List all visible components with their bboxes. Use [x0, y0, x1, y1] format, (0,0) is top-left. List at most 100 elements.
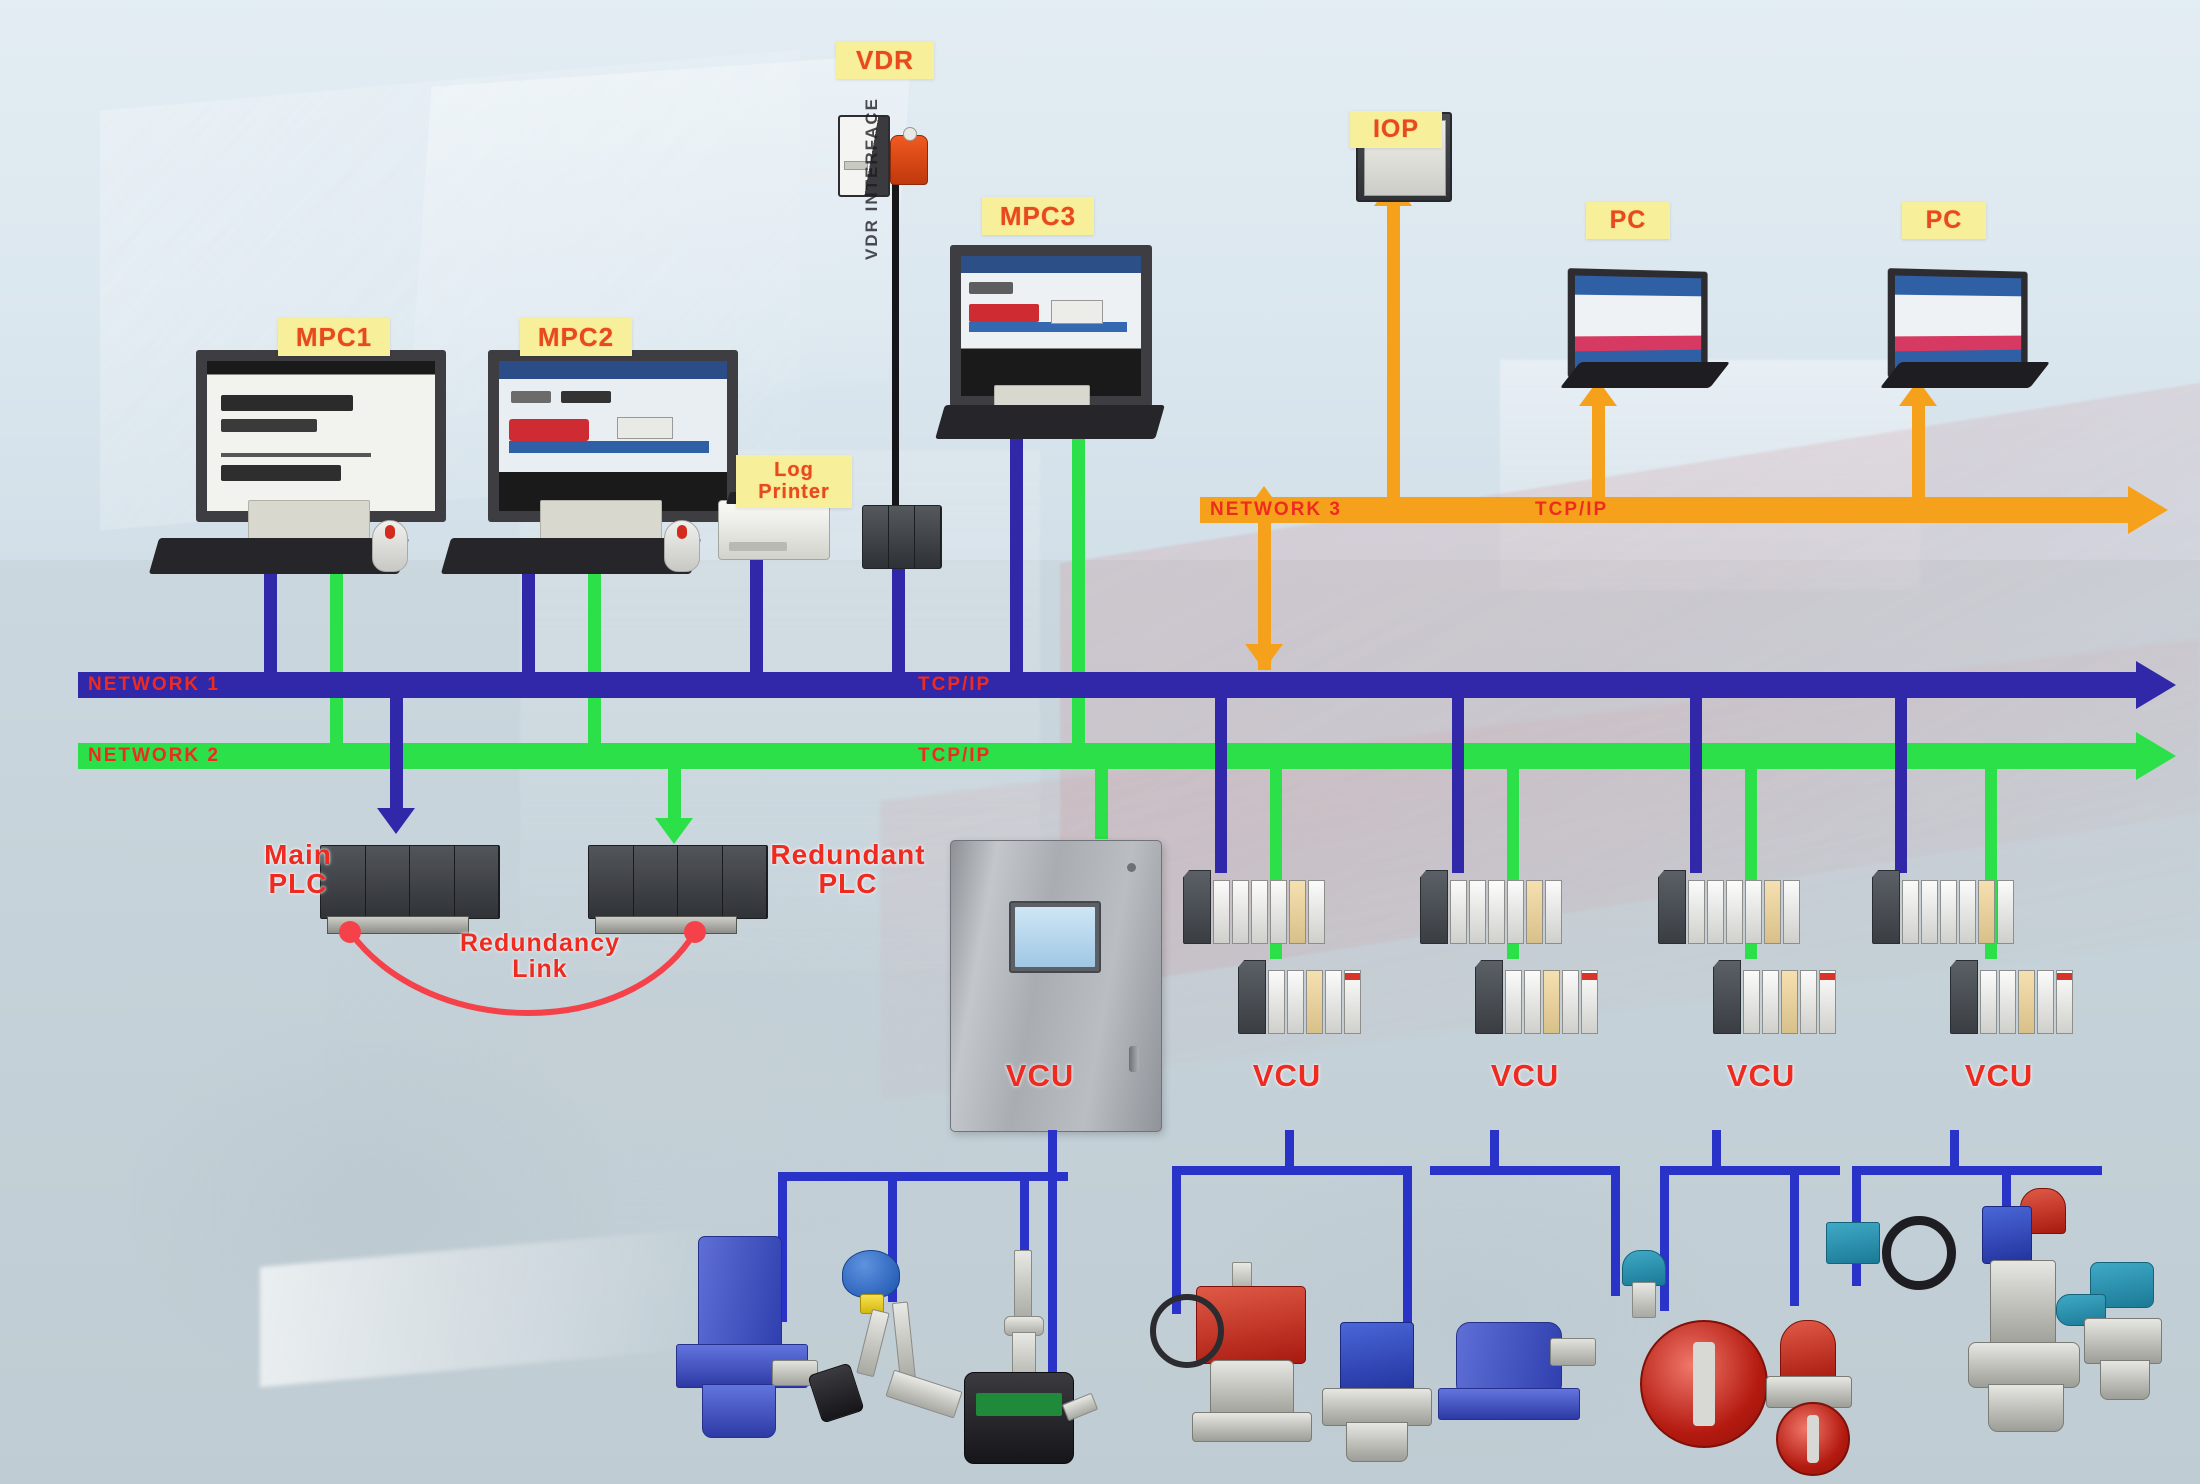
mpc1-mouse[interactable] [372, 520, 408, 572]
mpc1-keyboard[interactable] [148, 538, 410, 574]
link-logprinter-network1 [750, 545, 763, 680]
vcu-2-rack-upper[interactable] [1420, 870, 1570, 944]
bus-network2-label: NETWORK 2 [88, 745, 220, 766]
field-device-butterfly-valve-2[interactable] [1760, 1320, 1870, 1476]
fieldwire-c-trunk [1490, 1130, 1499, 1172]
main-plc-terminals [327, 916, 469, 934]
mpc2-screen [488, 350, 738, 522]
label-redundancy-link: Redundancy Link [430, 930, 650, 983]
fieldwire-c-bus [1430, 1166, 1620, 1175]
link-network1-mainplc [390, 698, 403, 813]
link-network3-network1 [1258, 510, 1271, 670]
field-device-centrifugal-pump[interactable] [676, 1236, 818, 1446]
vcu-3-rack-lower[interactable] [1713, 960, 1863, 1034]
vcu-1-rack-lower[interactable] [1238, 960, 1388, 1034]
vcu-2-rack-lower[interactable] [1475, 960, 1625, 1034]
field-device-control-valve[interactable] [2056, 1262, 2186, 1402]
bus-network2[interactable]: NETWORK 2 TCP/IP [78, 732, 2176, 780]
field-device-flow-sensor[interactable] [1596, 1250, 1706, 1330]
main-plc[interactable] [320, 845, 500, 934]
tag-log-printer: Log Printer [736, 455, 852, 509]
bus-network1-bar [78, 672, 2138, 698]
vcu0-hmi-panel[interactable] [1009, 901, 1101, 973]
workstation-mpc1[interactable] [148, 350, 446, 574]
field-device-transfer-pump[interactable] [1438, 1322, 1598, 1452]
vcu-1-rack-upper[interactable] [1183, 870, 1333, 944]
mpc3-keyboard[interactable] [935, 405, 1165, 439]
mpc2-keyboard[interactable] [440, 538, 702, 574]
tag-mpc2: MPC2 [520, 318, 632, 357]
bus-network3[interactable]: NETWORK 3 TCP/IP [1200, 486, 2168, 534]
link-vdr-interface [892, 165, 899, 535]
pc-2[interactable] [1879, 268, 2051, 410]
fieldwire-b-bus [1172, 1166, 1412, 1175]
mpc2-stand [540, 500, 662, 544]
link-network1-vcu1 [1215, 698, 1227, 873]
fieldwire-b-br2 [1403, 1166, 1412, 1326]
vdr-network-switch[interactable] [862, 505, 942, 569]
field-device-butterfly-valve-1[interactable] [1640, 1300, 1770, 1460]
link-pc2-network3 [1912, 400, 1925, 505]
fieldwire-a-trunk [1048, 1130, 1057, 1178]
link-network2-redundantplc [668, 769, 681, 824]
label-redundancy-link-line1: Redundancy [459, 929, 621, 957]
vcu1-lower-psu [1238, 960, 1266, 1034]
link-network1-vcu4 [1895, 698, 1907, 873]
workstation-mpc2[interactable] [440, 350, 738, 574]
field-device-actuated-valve[interactable] [1150, 1262, 1320, 1452]
bus-network2-protocol: TCP/IP [918, 745, 992, 766]
link-mpc2-network1 [522, 560, 535, 680]
fieldwire-d-br1 [1660, 1166, 1669, 1311]
pc1-keyboard-base[interactable] [1559, 362, 1731, 388]
field-device-solenoid-valve[interactable] [1312, 1322, 1452, 1462]
field-device-level-probe[interactable] [807, 1250, 990, 1440]
vcu-4-rack-lower[interactable] [1950, 960, 2100, 1034]
label-redundant-plc-line1: Redundant [770, 839, 926, 870]
bus-network1[interactable]: NETWORK 1 TCP/IP [78, 661, 2176, 709]
vcu3-upper-psu [1658, 870, 1686, 944]
vdr-capsule [890, 127, 928, 185]
mpc3-screen [950, 245, 1152, 407]
link-network1-vcu3 [1690, 698, 1702, 873]
mpc2-mouse[interactable] [664, 520, 700, 572]
mpc1-stand [248, 500, 370, 544]
fieldwire-b-trunk [1285, 1130, 1294, 1172]
fieldwire-d-br2 [1790, 1166, 1799, 1306]
link-pc1-network3 [1592, 400, 1605, 505]
link-network2-vcu0 [1095, 769, 1108, 839]
label-vcu-2: VCU [1490, 1058, 1560, 1093]
redundancy-link-curve [339, 921, 706, 1016]
tag-mpc1: MPC1 [278, 318, 390, 357]
field-device-rotary-actuator[interactable] [1968, 1188, 2118, 1438]
tag-log-printer-line2: Printer [758, 480, 830, 503]
bus-network1-label: NETWORK 1 [88, 674, 220, 695]
field-device-limit-switch[interactable] [1826, 1192, 1956, 1302]
vcu4-lower-psu [1950, 960, 1978, 1034]
link-mpc1-network2 [330, 560, 343, 750]
fieldwire-e-trunk [1950, 1130, 1959, 1172]
tag-pc-2: PC [1902, 202, 1986, 239]
field-device-pressure-sensor[interactable] [964, 1372, 1099, 1484]
tag-iop: IOP [1350, 111, 1442, 148]
label-main-plc-line1: Main [264, 839, 332, 870]
bus-network3-label: NETWORK 3 [1210, 499, 1342, 520]
vcu0-door-handle[interactable] [1129, 1046, 1139, 1072]
pc2-keyboard-base[interactable] [1879, 362, 2051, 388]
fieldwire-c-br1 [1611, 1166, 1620, 1296]
pc-1[interactable] [1559, 268, 1731, 410]
label-vcu-3: VCU [1726, 1058, 1796, 1093]
bus-network2-bar [78, 743, 2138, 769]
vcu-3-rack-upper[interactable] [1658, 870, 1808, 944]
vcu-4-rack-upper[interactable] [1872, 870, 2022, 944]
vdr-unit[interactable] [838, 115, 890, 197]
fieldwire-b-br1 [1172, 1166, 1181, 1314]
label-redundant-plc-line2: PLC [818, 868, 878, 900]
vcu-cabinet-0[interactable] [950, 840, 1162, 1132]
redundant-plc[interactable] [588, 845, 768, 934]
log-printer[interactable] [718, 492, 830, 560]
arrow-mainplc [377, 808, 415, 834]
label-redundant-plc: Redundant PLC [738, 840, 958, 899]
label-main-plc-line2: PLC [268, 868, 328, 900]
vcu4-upper-psu [1872, 870, 1900, 944]
